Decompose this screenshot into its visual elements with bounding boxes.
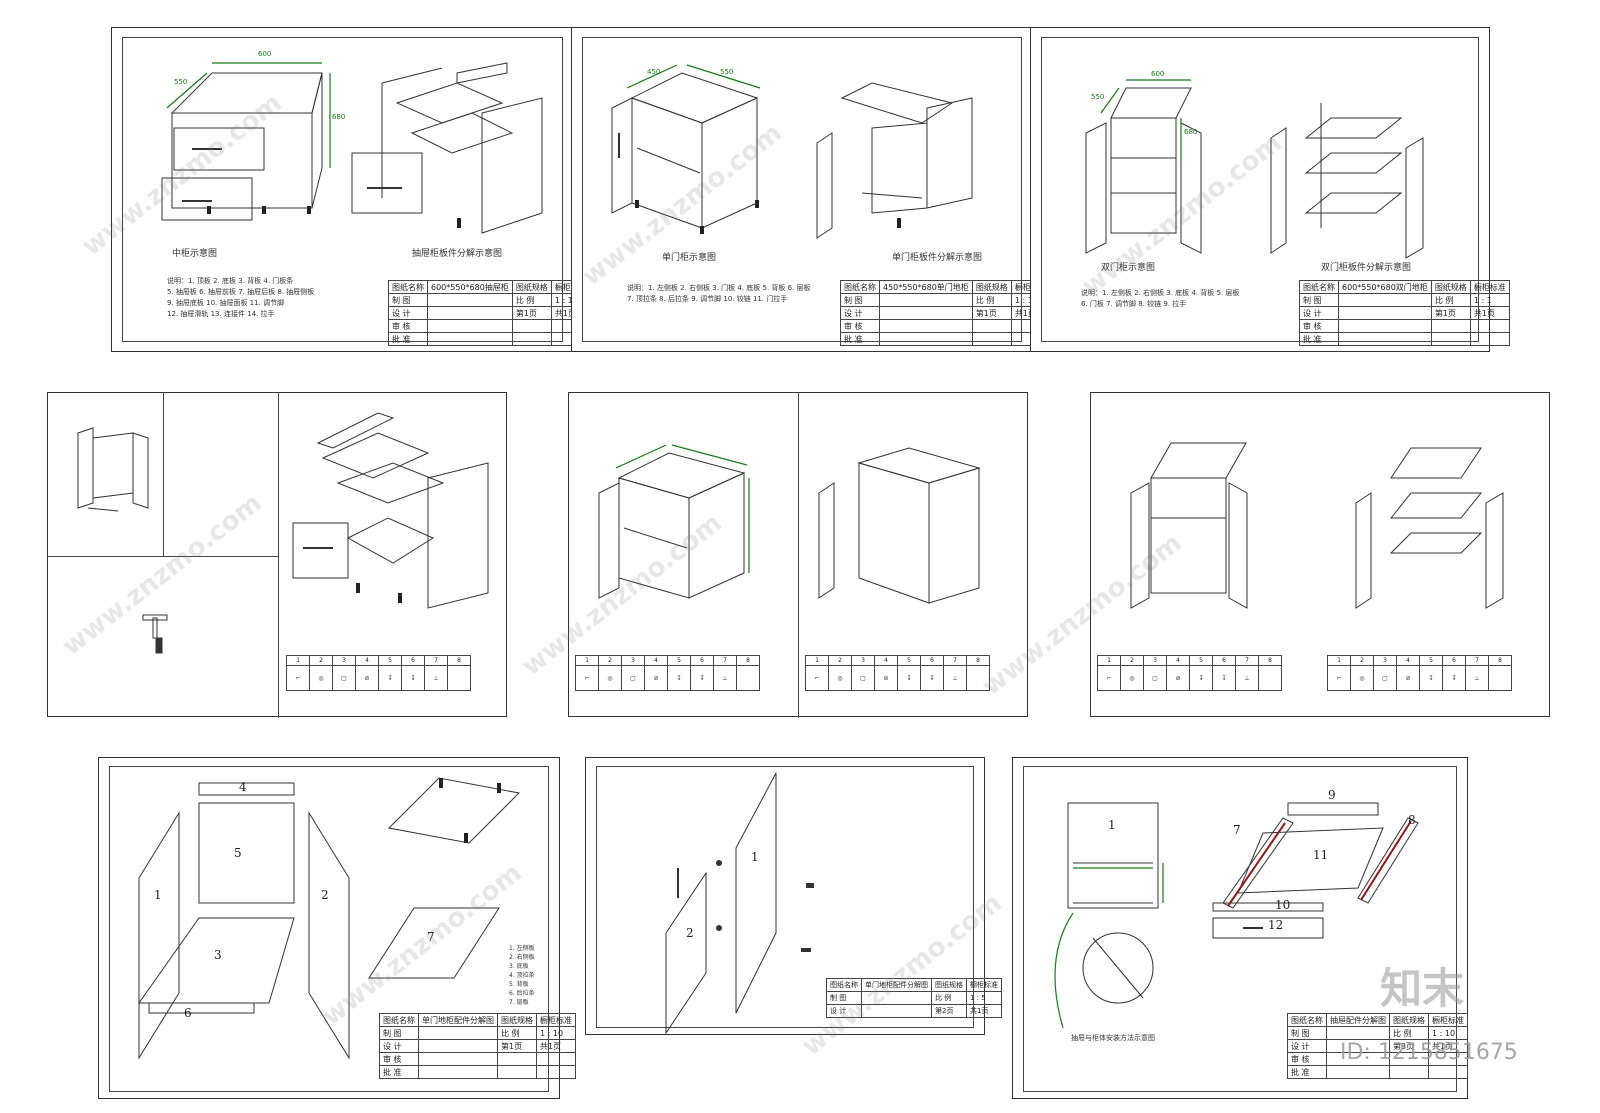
part-number: 7 (1233, 823, 1241, 837)
detail-caption: 抽屉与柜体安装方法示意图 (1071, 1034, 1155, 1042)
part-number: 9 (1328, 788, 1336, 802)
caption-cabinet: 双门柜示意图 (1101, 263, 1156, 273)
part-number: 1 (154, 888, 162, 902)
sheet-inner-frame (1041, 37, 1479, 342)
dim-width: 600 (1151, 70, 1165, 78)
parts-notes: 说明：1. 顶板 2. 底板 3. 背板 4. 门板条 5. 抽屉板 6. 抽屉… (167, 277, 315, 318)
sheet-inner-frame (122, 37, 563, 342)
part-number: 11 (1313, 848, 1329, 862)
part-number: 10 (1275, 898, 1291, 912)
part-number: 4 (239, 780, 247, 794)
sheet-inner-frame (582, 37, 1022, 342)
watermark-id: ID: 1215851675 (1340, 1040, 1518, 1065)
drawer-components-drawing (1054, 802, 1419, 1029)
drawing-sheet-drawer-components: 1 9 7 8 11 10 12 抽屉与柜体安装方法示意图 图纸名称抽屉配件分解… (1012, 757, 1468, 1099)
panel-divider (278, 393, 279, 718)
part-number: 1 (1108, 818, 1116, 832)
drawer-cabinet-iso-drawing (161, 62, 543, 234)
dim-width: 600 (258, 50, 272, 58)
single-door-iso-drawing (611, 64, 973, 239)
part-number: 2 (321, 888, 329, 902)
parts-notes: 说明：1. 左侧板 2. 右侧板 3. 底板 4. 背板 5. 层板 6. 门板… (1081, 289, 1240, 308)
caption-exploded: 单门柜板件分解示意图 (892, 253, 983, 263)
part-number: 7 (427, 930, 435, 944)
sheet-inner-frame (109, 766, 549, 1092)
part-number: 12 (1268, 918, 1284, 932)
dim-width: 450 (647, 68, 661, 76)
part-number: 8 (1408, 813, 1416, 827)
drawer-assembly-drawing (77, 412, 489, 654)
parts-notes: 说明：1. 左侧板 2. 右侧板 3. 门板 4. 底板 5. 背板 6. 层板… (627, 284, 811, 303)
caption-exploded: 抽屉柜板件分解示意图 (412, 249, 503, 259)
panel-divider (798, 393, 799, 718)
dim-height: 680 (1184, 128, 1198, 136)
sheet-inner-frame (1023, 766, 1457, 1092)
panel-divider (163, 393, 164, 556)
drawing-sheet-drawer-cabinet: 600 550 680 中柜示意图 抽屉柜板件分解示意图 说明：1. 顶板 2.… (111, 27, 591, 352)
part-number: 1 (751, 850, 759, 864)
part-number: 2 (686, 926, 694, 940)
dim-depth: 550 (1091, 93, 1105, 101)
part-number: 5 (234, 846, 242, 860)
panel-divider (48, 556, 278, 557)
drawing-sheet-single-door-cabinet: 450 550 单门柜示意图 单门柜板件分解示意图 说明：1. 左侧板 2. 右… (571, 27, 1051, 352)
door-fitting-drawing (665, 772, 814, 1035)
double-door-2-drawing (1130, 442, 1504, 609)
single-door-2-drawing (598, 444, 981, 604)
watermark-logo: 知末 (1380, 964, 1465, 1013)
dim-depth: 550 (174, 78, 188, 86)
double-door-iso-drawing (1085, 79, 1424, 259)
panel-exploded-drawing (138, 777, 521, 1060)
caption-cabinet: 单门柜示意图 (662, 253, 717, 263)
sheet-inner-frame (596, 766, 974, 1028)
dim-height: 680 (332, 113, 346, 121)
drawing-sheet-double-door-cabinet: 600 550 680 双门柜示意图 双门柜板件分解示意图 说明：1. 左侧板 … (1030, 27, 1510, 352)
dim-depth: 550 (720, 68, 734, 76)
part-number: 6 (184, 1006, 192, 1020)
caption-cabinet: 中柜示意图 (172, 249, 218, 259)
caption-exploded: 双门柜板件分解示意图 (1321, 263, 1412, 273)
part-number: 3 (214, 948, 222, 962)
